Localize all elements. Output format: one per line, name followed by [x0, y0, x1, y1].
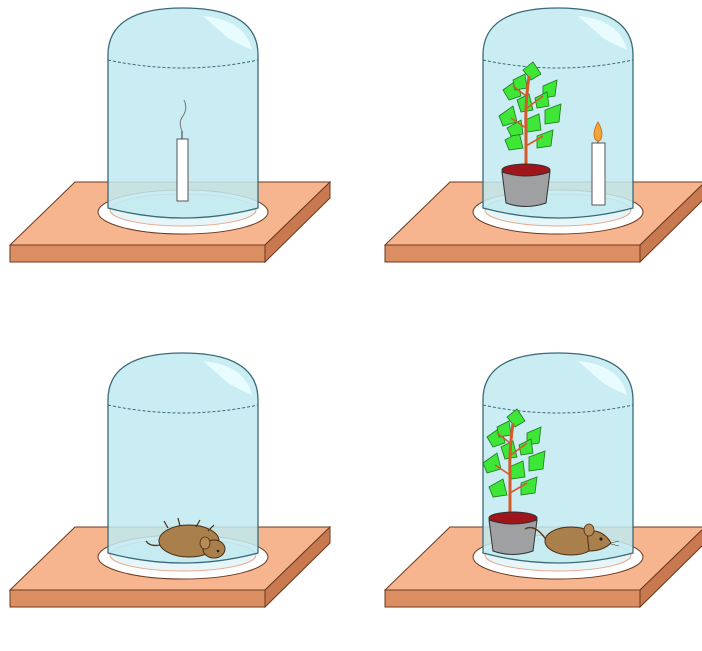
- panel-plant-and-candle: [375, 0, 702, 306]
- candle: [177, 131, 188, 201]
- bell-jar-experiment-figure: [0, 0, 702, 613]
- pot: [489, 520, 537, 555]
- panel-candle-alone: [0, 0, 351, 306]
- panel-mouse-alone-drawing: [0, 345, 351, 613]
- candle: [592, 137, 605, 205]
- panel-mouse-alone: [0, 345, 351, 651]
- panel-candle-alone-drawing: [0, 0, 351, 306]
- mouse-ear: [584, 524, 594, 536]
- panel-plant-and-candle-drawing: [375, 0, 702, 306]
- mouse-eye: [599, 537, 602, 540]
- pot: [502, 172, 550, 207]
- panel-plant-and-mouse: [375, 345, 702, 651]
- panel-plant-and-mouse-drawing: [375, 345, 702, 613]
